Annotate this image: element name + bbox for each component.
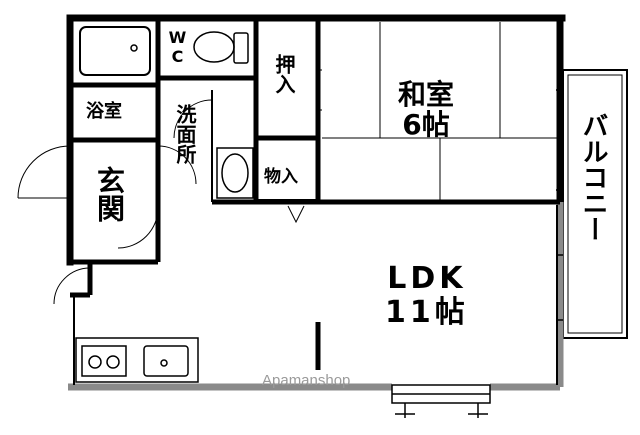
ldk-label: LDK 11帖 (385, 262, 469, 330)
senmenjo-label: 洗面所 (173, 104, 197, 164)
watermark: Apamanshop (262, 372, 351, 389)
door-swings (17, 69, 322, 305)
kitchen-counter (75, 337, 199, 383)
monoire-label: 物入 (264, 167, 298, 187)
yokushitsu-label: 浴室 (86, 101, 122, 122)
toilet (193, 31, 249, 64)
genkan-label: 玄関 (93, 166, 126, 222)
ldk-size: 11帖 (385, 295, 469, 330)
outer-walls-lower (68, 202, 564, 391)
oshiire-label: 押入 (272, 54, 296, 94)
windows (391, 89, 563, 418)
tatami-lines (322, 22, 558, 202)
wc-label: WC (168, 28, 187, 66)
bathtub (79, 26, 151, 76)
washitsu-name: 和室 (398, 78, 455, 111)
ldk-name: LDK (387, 261, 467, 296)
wash-basin (216, 147, 254, 199)
interior-walls (70, 18, 560, 370)
balcony-label: バルコニー (578, 112, 608, 242)
washitsu-label: 和室 6帖 (398, 80, 454, 140)
washitsu-size: 6帖 (402, 108, 450, 141)
